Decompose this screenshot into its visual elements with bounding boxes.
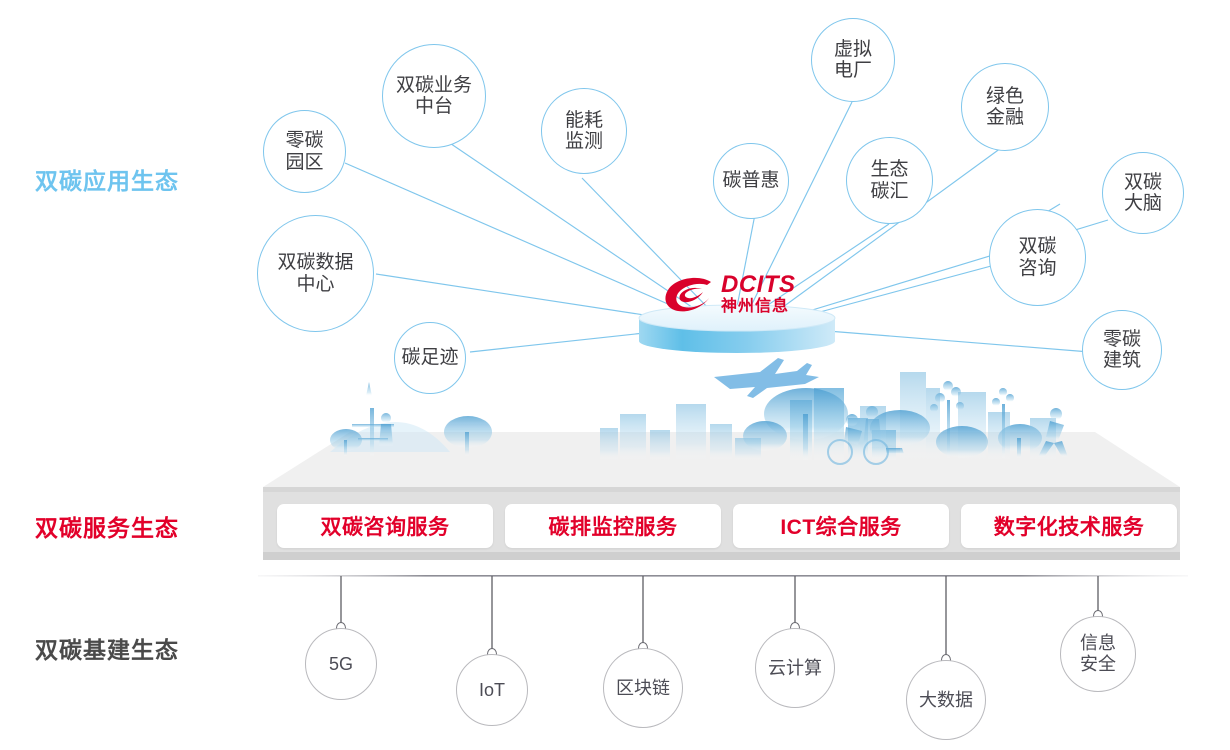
service-box-label: 数字化技术服务 xyxy=(993,516,1145,539)
bubble-zero-carbon-park[interactable]: 零碳 园区 xyxy=(263,110,346,193)
service-box-label: 碳排监控服务 xyxy=(548,516,678,539)
service-box-dual-carbon-consulting[interactable]: 双碳咨询服务 xyxy=(277,504,493,548)
bubble-label: 双碳 大脑 xyxy=(1123,171,1162,214)
bubble-label: 零碳 园区 xyxy=(285,130,324,173)
infra-label: 信息 安全 xyxy=(1080,633,1116,674)
service-box-ict-integrated[interactable]: ICT综合服务 xyxy=(733,504,949,548)
central-podium xyxy=(638,304,836,353)
bubble-label: 虚拟 电厂 xyxy=(833,38,872,81)
bubble-eco-carbon-sink[interactable]: 生态 碳汇 xyxy=(846,137,933,224)
bubble-label: 双碳数据 中心 xyxy=(277,252,354,295)
bubble-zero-carbon-building[interactable]: 零碳 建筑 xyxy=(1082,310,1162,390)
dcits-logo: DCITS 神州信息 xyxy=(663,273,796,316)
scenery-left xyxy=(330,382,492,456)
layer-title-application: 双碳应用生态 xyxy=(35,168,179,194)
infra-circle-blockchain[interactable]: 区块链 xyxy=(603,648,683,728)
bubble-carbon-footprint[interactable]: 碳足迹 xyxy=(394,322,466,394)
logo-text-cn: 神州信息 xyxy=(721,298,790,315)
bubble-dual-carbon-consulting[interactable]: 双碳 咨询 xyxy=(989,209,1086,306)
service-box-label: 双碳咨询服务 xyxy=(320,516,450,539)
infra-circle-5g[interactable]: 5G xyxy=(305,628,377,700)
bubble-label: 双碳 咨询 xyxy=(1018,236,1057,279)
infra-label: 云计算 xyxy=(768,657,822,678)
bubble-carbon-inclusion[interactable]: 碳普惠 xyxy=(713,143,789,219)
infra-label: 大数据 xyxy=(919,689,973,710)
service-box-digital-technology[interactable]: 数字化技术服务 xyxy=(961,504,1177,548)
bubble-dual-carbon-data-center[interactable]: 双碳数据 中心 xyxy=(257,215,374,332)
infra-label: 区块链 xyxy=(616,677,670,698)
bubble-energy-monitoring[interactable]: 能耗 监测 xyxy=(541,88,627,174)
bubble-dual-carbon-midplatform[interactable]: 双碳业务 中台 xyxy=(382,44,486,148)
infra-circle-information-security[interactable]: 信息 安全 xyxy=(1060,616,1136,692)
infra-label: 5G xyxy=(328,653,353,674)
service-box-carbon-emission-monitoring[interactable]: 碳排监控服务 xyxy=(505,504,721,548)
airplane-silhouette xyxy=(714,358,819,398)
scenery-right xyxy=(743,372,1068,465)
service-box-label: ICT综合服务 xyxy=(780,516,902,539)
bubble-label: 绿色 金融 xyxy=(985,85,1024,128)
infra-circle-cloud-computing[interactable]: 云计算 xyxy=(755,628,835,708)
bubble-green-finance[interactable]: 绿色 金融 xyxy=(961,63,1049,151)
infra-label: IoT xyxy=(478,679,505,700)
infra-circle-iot[interactable]: IoT xyxy=(456,654,528,726)
bubble-label: 碳普惠 xyxy=(722,170,780,192)
bubble-label: 能耗 监测 xyxy=(564,109,603,152)
bubble-label: 零碳 建筑 xyxy=(1102,328,1141,371)
infrastructure-connectors xyxy=(258,575,1188,660)
infra-circle-big-data[interactable]: 大数据 xyxy=(906,660,986,740)
layer-title-service: 双碳服务生态 xyxy=(35,515,179,541)
bubble-label: 生态 碳汇 xyxy=(870,159,909,202)
layer-title-infrastructure: 双碳基建生态 xyxy=(35,637,179,663)
connector-lines xyxy=(344,101,1109,353)
bubble-label: 双碳业务 中台 xyxy=(395,74,472,117)
logo-text-en: DCITS xyxy=(721,271,796,298)
dcits-swirl-icon xyxy=(665,277,711,312)
bubble-virtual-power-plant[interactable]: 虚拟 电厂 xyxy=(811,18,895,102)
bubble-dual-carbon-brain[interactable]: 双碳 大脑 xyxy=(1102,152,1184,234)
bubble-label: 碳足迹 xyxy=(401,347,459,369)
